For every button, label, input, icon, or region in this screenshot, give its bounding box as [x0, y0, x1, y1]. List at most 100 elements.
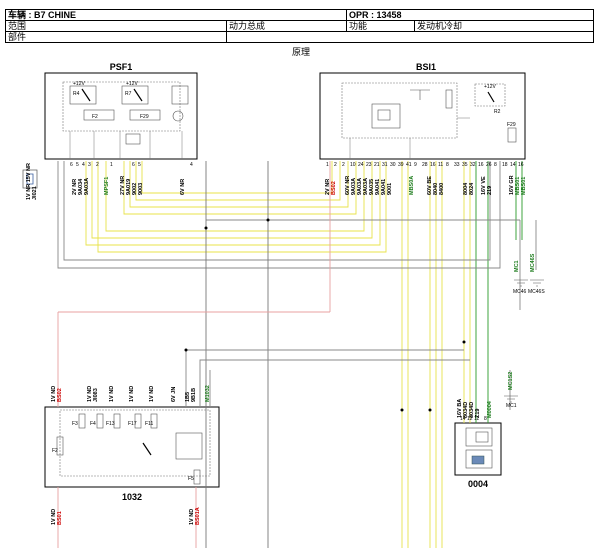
bsi1-r2: R2 — [494, 109, 501, 115]
bsi1-pin-5: 23 — [366, 162, 372, 168]
psf1-signal-0: 1V NR 15V NR — [26, 163, 32, 200]
c1032-bottom-signal-2: 1V ND — [189, 509, 195, 525]
bsi1-pin-22: 18 — [502, 162, 508, 168]
c0004-signal-0: 16V BA — [457, 399, 463, 418]
bsi1-signal-12: 8040 — [433, 183, 439, 195]
psf1-signal-3: 9A034 — [78, 178, 84, 195]
psf1-f29: F29 — [140, 114, 149, 120]
psf1-label: PSF1 — [110, 62, 133, 72]
part-label-cell: 部件 — [5, 31, 227, 43]
c1032-top-signal-7: 6V JN — [171, 387, 177, 402]
bsi1-pin-7: 31 — [382, 162, 388, 168]
bsi1-pin-15: 8 — [446, 162, 449, 168]
bsi1-signal-15: 8024 — [469, 182, 475, 195]
psf1-pin-6: 6 — [132, 162, 135, 168]
c1032-box: F2 F3 F4 F13 F17 F11 F5 — [44, 406, 220, 488]
bsi1-signal-1: BS02 — [331, 181, 337, 195]
c0004-pin-3: 8 — [484, 416, 487, 422]
c1032-f13: F13 — [106, 421, 115, 427]
bsi1-pin-14: 11 — [438, 162, 443, 168]
c1032-top-signal-5: 1V ND — [129, 386, 135, 402]
psf1-r7: R7 — [125, 91, 132, 97]
bsi1-signal-18: 16V GR — [509, 175, 515, 195]
psf1-box: +12V +12V R4 R7 F2 F29 — [44, 72, 198, 160]
bsi1-signal-16: 16V VE — [481, 176, 487, 195]
c1032-top-signal-1: BS02 — [57, 388, 63, 402]
psf1-pin-2: 4 — [82, 162, 85, 168]
c1032-top-signal-4: 1V ND — [109, 386, 115, 402]
c0004-signal-3: Z19 — [475, 409, 481, 418]
psf1-pin-5: 1 — [110, 162, 113, 168]
psf1-v12b: +12V — [126, 81, 138, 87]
psf1-pin-1: 5 — [76, 162, 79, 168]
c1032-top-signal-9: 9B1B — [191, 388, 197, 402]
junction-dots — [184, 218, 466, 412]
bsi1-pin-19: 16 — [478, 162, 484, 168]
psf1-f2: F2 — [92, 114, 98, 120]
psf1-pin-7: 5 — [138, 162, 141, 168]
bsi1-signal-10: MBS0A — [409, 176, 415, 195]
psf1-signal-7: 9A019 — [126, 179, 132, 195]
bsi1-pin-10: 41 — [406, 162, 412, 168]
c0004-pin-2: 11 — [474, 416, 479, 422]
ground-right-signal-1: MC46S — [530, 253, 536, 272]
c1032-bottom-signal-0: 1V ND — [51, 509, 57, 525]
bsi1-pin-11: 9 — [414, 162, 417, 168]
psf1-signal-4: 9A03A — [84, 178, 90, 195]
bsi1-pin-1: 2 — [334, 162, 337, 168]
bsi1-pin-17: 35 — [462, 162, 468, 168]
c0004-pin-1: 12 — [467, 416, 473, 422]
psf1-signal-1: JI021 — [32, 186, 38, 200]
bsi1-box: +12V R2 F29 — [319, 72, 526, 160]
c1032-bottom-signal-3: BS01A — [195, 507, 201, 525]
bsi1-pin-0: 1 — [326, 162, 329, 168]
bsi1-pin-2: 2 — [342, 162, 345, 168]
bsi1-pin-18: 32 — [470, 162, 476, 168]
c1032-f2: F2 — [52, 448, 58, 454]
connector-icon — [22, 169, 38, 189]
wires — [57, 161, 537, 548]
bsi1-pin-6: 21 — [374, 162, 380, 168]
bsi1-pin-16: 33 — [454, 162, 460, 168]
bsi1-signal-7: 9A041 — [375, 179, 381, 195]
bsi1-pin-8: 30 — [390, 162, 396, 168]
psf1-signal-2: 2V NR — [72, 179, 78, 195]
c0004-signal-2: 8034D — [469, 402, 475, 418]
c1032-top-signal-0: 1V ND — [51, 386, 57, 402]
ground-icons — [504, 279, 544, 403]
header-table: 车辆 : B7 CHINE OPR : 13458 范围 动力总成 功能 发动机… — [5, 9, 594, 43]
bsi1-signal-17: 219 — [487, 186, 493, 195]
psf1-signal-9: 9003 — [138, 183, 144, 195]
bsi1-signal-6: 9A035 — [369, 179, 375, 195]
ground-right-signal-2: MC1S2 — [508, 372, 514, 390]
section-title: 原理 — [291, 47, 310, 57]
bsi1-signal-14: 8004 — [463, 182, 469, 195]
bsi1-pin-12: 28 — [422, 162, 428, 168]
c0004-pin-0: 14 — [460, 416, 466, 422]
c1032-top-signal-6: 1V ND — [149, 386, 155, 402]
bsi1-f29: F29 — [507, 122, 516, 128]
bsi1-pin-20: 26 — [486, 162, 492, 168]
bsi1-pin-4: 24 — [358, 162, 364, 168]
bsi1-signal-4: 9A03A — [357, 178, 363, 195]
psf1-v12a: +12V — [73, 81, 85, 87]
bsi1-signal-2: 60V NR — [345, 176, 351, 195]
c1032-top-signal-8: 1B5 — [185, 392, 191, 402]
psf1-pin-0: 6 — [70, 162, 73, 168]
c0004-box — [454, 422, 502, 476]
psf1-pin-8: 4 — [190, 162, 193, 168]
c0004-signal-1: 8034D — [463, 402, 469, 418]
bsi1-signal-11: 60V BE — [427, 176, 433, 195]
c0004-signal-4: M0004 — [487, 400, 493, 418]
c1032-top-signal-3: JI083 — [93, 388, 99, 402]
bsi1-signal-5: 9A03A — [363, 178, 369, 195]
c1032-f4: F4 — [90, 421, 96, 427]
bsi1-pin-13: 16 — [430, 162, 436, 168]
